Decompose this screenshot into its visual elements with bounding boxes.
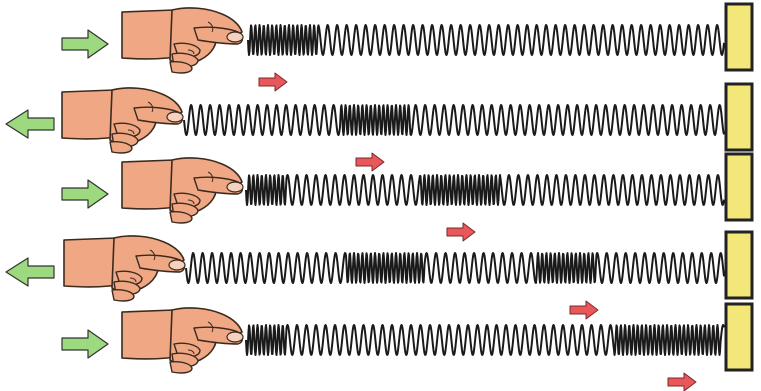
hand-icon-2: [62, 88, 183, 153]
wall-block-5: [726, 304, 752, 370]
hand-icon-3: [122, 158, 243, 223]
pull-arrow-left-icon-2: [6, 110, 54, 138]
pulse-direction-arrow-icon-3: [447, 223, 475, 241]
slinky-spring-1: [248, 25, 724, 55]
pulse-direction-arrow-icon-2: [356, 153, 384, 171]
wall-block-2: [726, 84, 752, 150]
slinky-spring-3: [246, 175, 724, 205]
wall-block-1: [726, 4, 752, 70]
push-arrow-right-icon-3: [62, 180, 108, 208]
push-arrow-right-icon-5: [62, 330, 108, 358]
pulse-direction-arrow-icon-1: [259, 73, 287, 91]
hand-icon-1: [122, 8, 243, 73]
wave-row-3-push: [62, 154, 752, 241]
slinky-spring-4: [186, 253, 724, 283]
hand-icon-4: [64, 236, 185, 301]
wave-row-1-push: [62, 4, 752, 91]
wall-block-3: [726, 154, 752, 220]
push-arrow-right-icon-1: [62, 30, 108, 58]
pulse-direction-arrow-icon-4: [570, 301, 598, 319]
wave-row-4-pull: [6, 232, 752, 319]
wave-row-2-pull: [6, 84, 752, 171]
wave-row-5-push: [62, 304, 752, 391]
slinky-spring-5: [246, 325, 724, 355]
hand-icon-5: [122, 308, 243, 373]
pulse-direction-arrow-icon-5: [668, 373, 696, 391]
wall-block-4: [726, 232, 752, 298]
slinky-spring-2: [184, 105, 724, 135]
pull-arrow-left-icon-4: [6, 258, 54, 286]
